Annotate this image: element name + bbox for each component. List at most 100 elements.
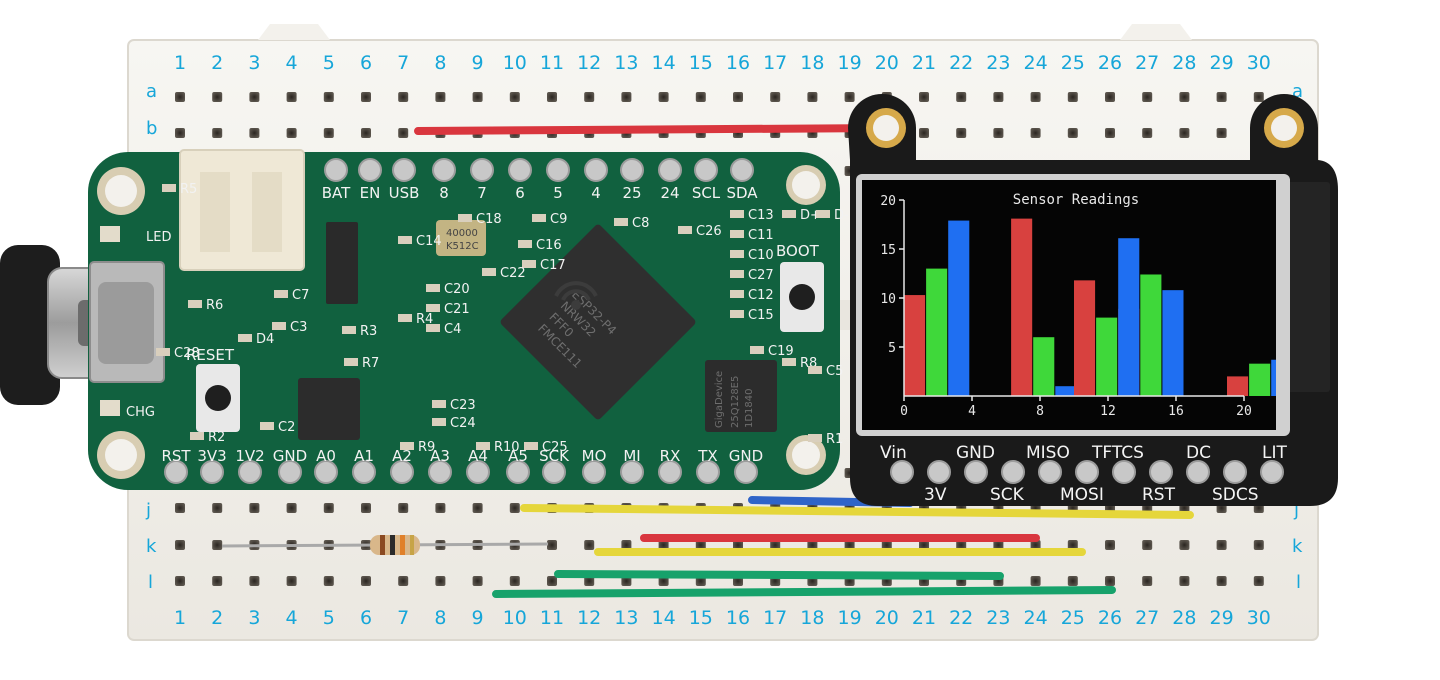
wifi-logo-dot [571, 300, 581, 310]
column-number-bottom: 3 [248, 607, 260, 629]
breadboard-hole [1253, 92, 1264, 102]
column-number-top: 30 [1247, 52, 1271, 74]
display-header-pin [1075, 460, 1099, 484]
breadboard-hole [286, 503, 297, 513]
breadboard-hole [1142, 540, 1153, 550]
breadboard-hole [584, 540, 595, 550]
smd-component [730, 230, 744, 238]
column-number-bottom: 17 [763, 607, 787, 629]
part-designator: C19 [768, 344, 794, 359]
column-number-bottom: 6 [360, 607, 372, 629]
part-designator: R1 [826, 432, 843, 447]
smd-component [730, 250, 744, 258]
header-pin [390, 460, 414, 484]
smd-component [750, 346, 764, 354]
part-designator: D+ [800, 208, 821, 223]
bottom-pin-label: MO [582, 447, 607, 465]
breadboard-hole [993, 540, 1004, 550]
reset-button-cap[interactable] [205, 385, 231, 411]
breadboard-hole [249, 92, 260, 102]
breadboard-hole [361, 92, 371, 102]
power-chip [298, 378, 360, 440]
part-designator: C7 [292, 288, 309, 303]
smd-component [398, 236, 412, 244]
column-number-bottom: 30 [1247, 607, 1271, 629]
breadboard-hole [547, 576, 557, 586]
breadboard-hole [1253, 576, 1264, 586]
smd-component [614, 218, 628, 226]
part-designator: R6 [206, 298, 223, 313]
breadboard-hole [175, 540, 185, 550]
tft-mount-right-inner [1271, 115, 1297, 141]
column-number-top: 21 [912, 52, 936, 74]
breadboard-hole [1105, 92, 1115, 102]
breadboard-hole [472, 503, 483, 513]
breadboard-hole [1179, 92, 1190, 102]
smd-component [426, 324, 440, 332]
breadboard-hole [621, 540, 632, 550]
top-pin-label: SDA [726, 184, 758, 202]
column-number-top: 27 [1135, 52, 1159, 74]
column-number-top: 5 [323, 52, 335, 74]
chart-bar [904, 295, 926, 396]
column-number-top: 17 [763, 52, 787, 74]
part-designator: C18 [476, 212, 502, 227]
display-header-pins [890, 460, 1284, 484]
breadboard-hole [509, 503, 520, 513]
chg-indicator [100, 400, 120, 416]
display-pin-vin: Vin [880, 443, 907, 463]
chart-bar [948, 220, 970, 396]
display-pin-sck: SCK [990, 485, 1025, 505]
chart-bar [1249, 363, 1271, 396]
column-number-bottom: 16 [726, 607, 750, 629]
mcu-chip-body [500, 224, 696, 420]
column-number-bottom: 9 [472, 607, 484, 629]
header-pin [324, 158, 348, 182]
boot-button-cap[interactable] [789, 284, 815, 310]
breadboard-hole [658, 540, 669, 550]
display-header-pin [1038, 460, 1062, 484]
column-number-top: 26 [1098, 52, 1122, 74]
display-pin-gnd: GND [956, 443, 995, 463]
crystal-line-1: 40000 [446, 228, 478, 239]
chg-label: CHG [126, 405, 155, 420]
smd-component [816, 210, 830, 218]
display-header-pin [1112, 460, 1136, 484]
display-pin-dc: DC [1186, 443, 1211, 463]
part-designator: C28 [174, 346, 200, 361]
header-pin [546, 158, 570, 182]
top-pin-label: 5 [553, 184, 563, 202]
column-number-top: 15 [689, 52, 713, 74]
chart-title: Sensor Readings [1013, 192, 1139, 208]
header-pin [164, 460, 188, 484]
breadboard-hole [435, 503, 446, 513]
smd-component [272, 322, 286, 330]
header-pin [358, 158, 382, 182]
breadboard-hole [472, 576, 483, 586]
part-designator: C20 [444, 282, 470, 297]
breadboard-hole [212, 92, 223, 102]
breadboard-hole [212, 503, 223, 513]
breadboard-hole [1216, 128, 1227, 138]
part-designator: R4 [416, 312, 433, 327]
part-designator: C27 [748, 268, 774, 283]
breadboard-hole [323, 128, 334, 138]
column-number-bottom: 23 [986, 607, 1010, 629]
breadboard-hole [1142, 128, 1153, 138]
smd-component [730, 270, 744, 278]
breadboard-hole [733, 540, 743, 550]
wire-green-bottom [492, 586, 1116, 598]
smd-component [730, 290, 744, 298]
column-number-bottom: 5 [323, 607, 335, 629]
part-designator: C15 [748, 308, 774, 323]
breadboard-hole [1030, 576, 1041, 586]
flash-line-2: 25Q128E5 [730, 376, 741, 428]
smd-component [518, 240, 532, 248]
smd-component [730, 210, 744, 218]
smd-component [426, 304, 440, 312]
tft-mount-left-inner [873, 115, 899, 141]
